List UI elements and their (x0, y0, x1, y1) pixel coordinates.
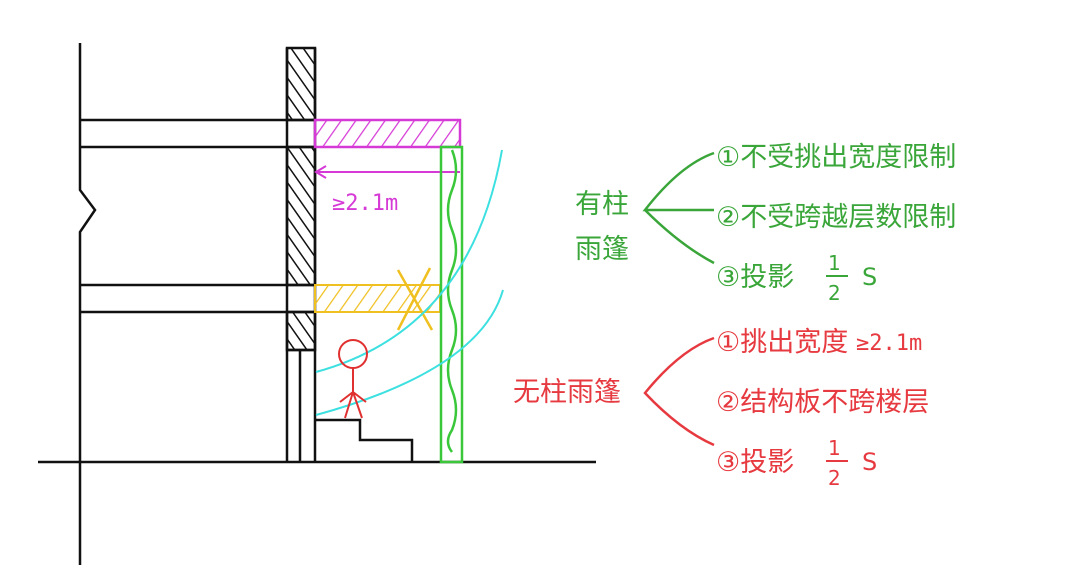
hatched-wall-upper (285, 46, 317, 122)
with-column-item-1: ①不受挑出宽度限制 (716, 142, 956, 173)
with-column-title-1: 有柱 (575, 189, 629, 220)
cantilever-canopy (313, 118, 462, 149)
rain-arcs (315, 149, 504, 416)
without-column-brace (643, 336, 715, 447)
person-figure (338, 339, 368, 419)
canopy-column (439, 145, 464, 464)
fraction-denominator: 2 (828, 466, 841, 490)
with-column-group: 有柱 雨篷 ①不受挑出宽度限制 ②不受跨越层数限制 ③投影 1 2 S (575, 142, 956, 305)
slab-canopy (314, 284, 441, 313)
without-column-item-2: ②结构板不跨楼层 (716, 387, 929, 418)
with-column-title-2: 雨篷 (575, 234, 629, 265)
fraction-numerator: 1 (828, 436, 841, 460)
area-symbol: S (862, 263, 877, 291)
with-column-brace (642, 151, 715, 265)
area-symbol: S (862, 448, 877, 476)
with-column-item-3: ③投影 (716, 262, 794, 293)
fraction-numerator: 1 (828, 251, 841, 275)
without-column-item-1-value: ≥2.1m (856, 331, 922, 356)
hatched-wall-middle (285, 145, 317, 287)
hatched-wall-lower (285, 310, 317, 352)
building-section (38, 43, 596, 565)
cross-mark (396, 267, 434, 331)
without-column-item-1: ①挑出宽度 (716, 327, 848, 358)
fraction-denominator: 2 (828, 281, 841, 305)
without-column-group: 无柱雨篷 ①挑出宽度 ≥2.1m ②结构板不跨楼层 ③投影 1 2 S (513, 327, 929, 490)
dimension-label: ≥2.1m (332, 191, 398, 216)
without-column-item-3: ③投影 (716, 447, 794, 478)
steps (315, 418, 414, 462)
with-column-item-2: ②不受跨越层数限制 (716, 202, 956, 233)
dimension-line (314, 165, 460, 179)
left-wall-line (78, 43, 97, 565)
without-column-title: 无柱雨篷 (513, 377, 621, 408)
